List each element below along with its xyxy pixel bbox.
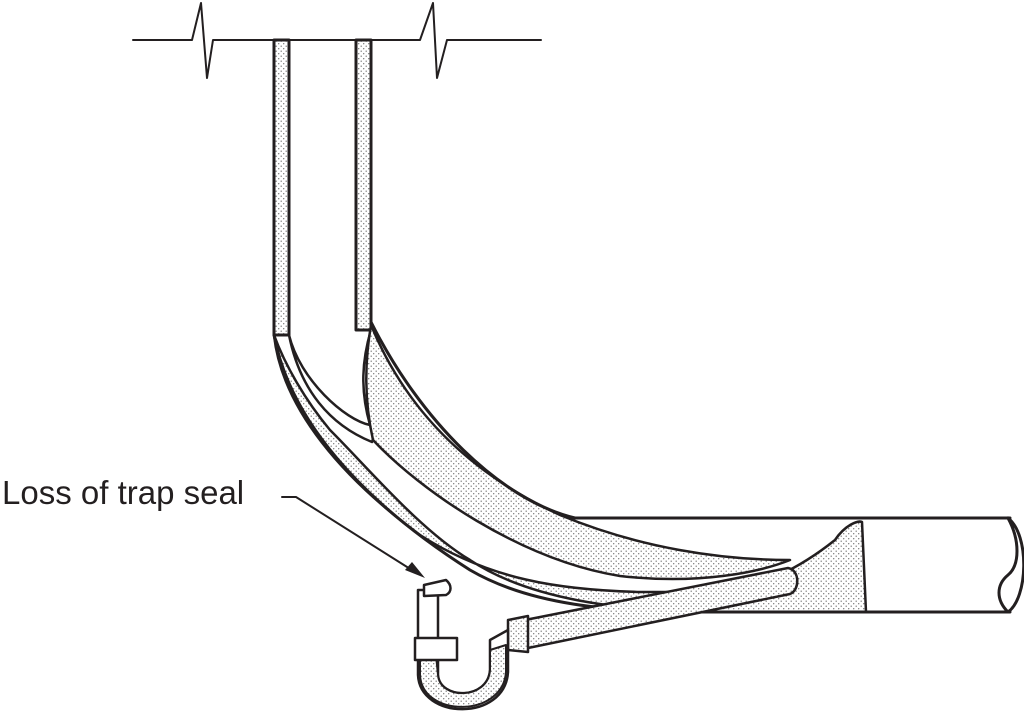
stack-wall-right <box>354 38 373 332</box>
trap-inlet <box>422 578 452 598</box>
trap-water <box>419 644 507 708</box>
trap-arm-fitting <box>506 614 530 654</box>
pipe-outer-edge <box>369 320 1012 520</box>
callout-arrowhead <box>405 562 425 578</box>
trap-arm <box>523 566 799 650</box>
trap-coupling <box>413 636 459 662</box>
stack-wall-left <box>272 38 291 337</box>
air-pocket <box>287 328 378 444</box>
trap-seal-label: Loss of trap seal <box>2 474 245 511</box>
ceiling-line <box>132 2 542 79</box>
callout-leader <box>281 496 416 573</box>
pipe-end <box>997 516 1024 614</box>
